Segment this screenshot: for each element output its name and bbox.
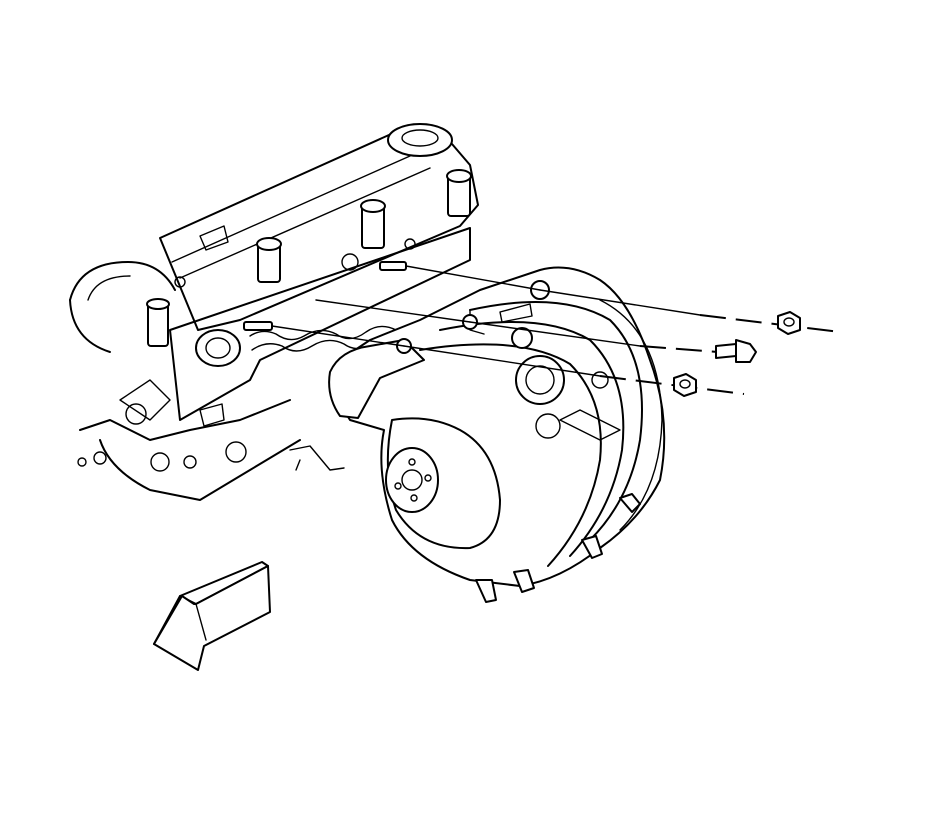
throttle-body-inlet xyxy=(385,417,501,550)
stud-upper xyxy=(379,261,407,271)
lower-nut xyxy=(673,373,697,397)
upper-nut xyxy=(777,311,801,335)
intake-manifold xyxy=(328,266,666,603)
middle-bolt xyxy=(715,339,757,363)
engine-cylinder-head xyxy=(69,123,479,501)
stud-lower xyxy=(243,321,273,331)
ignition-coil-posts xyxy=(146,169,472,347)
explode-lines xyxy=(271,265,841,395)
front-direction-arrow-icon xyxy=(153,561,271,671)
